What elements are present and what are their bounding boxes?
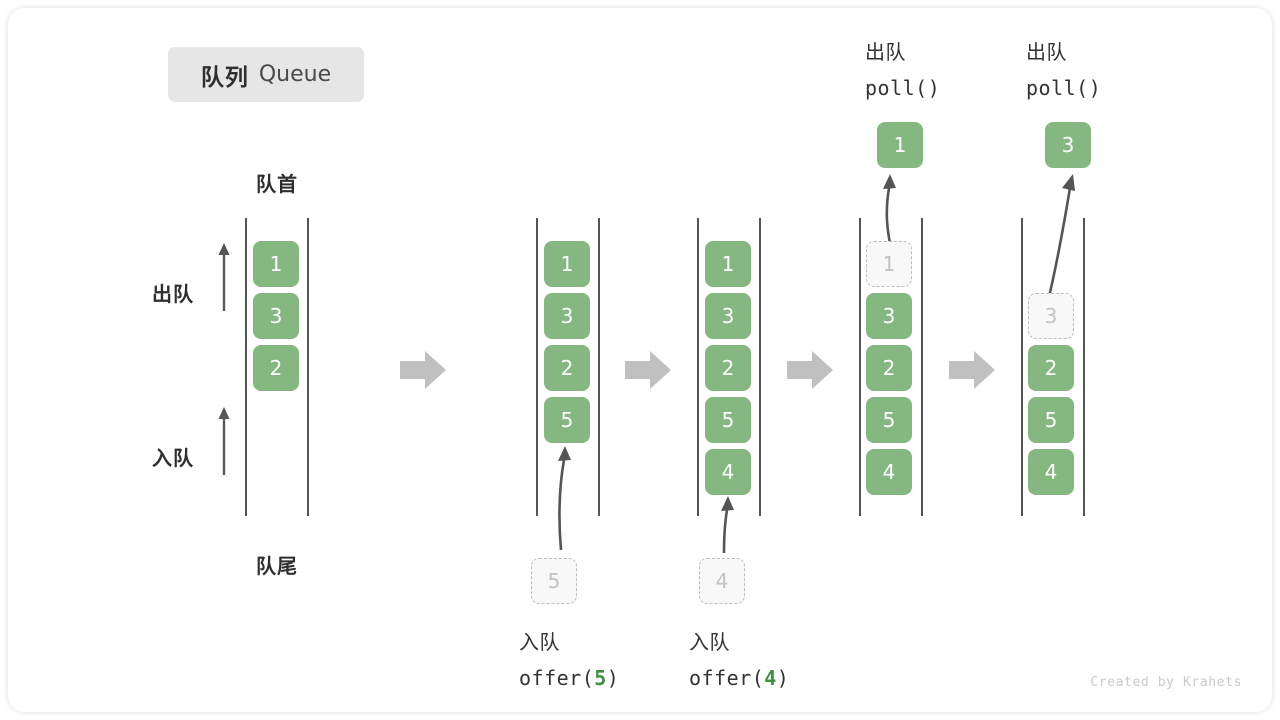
queue-rail-left-col5	[1021, 218, 1023, 516]
queue-cell: 3	[544, 293, 590, 339]
queue-rail-right-col4	[921, 218, 923, 516]
poll-3-caption-code: poll()	[1026, 76, 1102, 100]
polled-value-cell: 3	[1045, 122, 1091, 168]
offer-5-caption-code: offer(5)	[519, 666, 620, 690]
dequeue-flow-arrow-icon	[883, 174, 896, 249]
queue-cell: 2	[866, 345, 912, 391]
queue-cell: 3	[253, 293, 299, 339]
queue-cell: 5	[866, 397, 912, 443]
queue-rail-left-col2	[536, 218, 538, 516]
queue-rail-right-col1	[307, 218, 309, 516]
incoming-ghost-cell: 4	[699, 558, 745, 604]
offer-5-caption-cn: 入队	[519, 632, 560, 654]
queue-cell: 4	[1028, 449, 1074, 495]
enqueue-direction-label: 入队	[152, 448, 194, 470]
poll-1-caption-code: poll()	[865, 76, 941, 100]
queue-cell: 1	[253, 241, 299, 287]
vacated-ghost-cell: 3	[1028, 293, 1074, 339]
step-arrow-icon	[787, 351, 833, 389]
dequeue-flow-arrow-icon	[1046, 174, 1075, 302]
credit-text: Created by Krahets	[1090, 675, 1242, 690]
queue-tail-label: 队尾	[256, 556, 298, 578]
incoming-ghost-cell: 5	[531, 558, 577, 604]
queue-rail-left-col3	[697, 218, 699, 516]
title-english: Queue	[258, 62, 332, 87]
queue-cell: 1	[705, 241, 751, 287]
offer-4-caption-code: offer(4)	[689, 666, 790, 690]
poll-3-caption: 出队 poll()	[1026, 36, 1101, 106]
queue-rail-right-col5	[1083, 218, 1085, 516]
queue-rail-left-col1	[245, 218, 247, 516]
queue-head-label: 队首	[256, 174, 298, 196]
enqueue-direction-arrow-icon	[218, 407, 230, 475]
step-arrow-icon	[400, 351, 446, 389]
queue-cell: 4	[866, 449, 912, 495]
queue-cell: 2	[705, 345, 751, 391]
queue-cell: 2	[253, 345, 299, 391]
queue-cell: 3	[866, 293, 912, 339]
queue-cell: 4	[705, 449, 751, 495]
title-chinese: 队列	[200, 63, 249, 90]
queue-cell: 3	[705, 293, 751, 339]
queue-cell: 2	[1028, 345, 1074, 391]
dequeue-direction-arrow-icon	[218, 243, 230, 311]
empty-slot	[1028, 241, 1074, 287]
queue-cell: 1	[544, 241, 590, 287]
diagram-title-badge: 队列 Queue	[168, 47, 364, 102]
diagram-card: 队列 Queue 队首 队尾 出队 入队 1 3 2 1 3 2 5 5 入队 …	[8, 8, 1272, 712]
queue-rail-right-col2	[598, 218, 600, 516]
queue-cell: 2	[544, 345, 590, 391]
poll-1-caption: 出队 poll()	[865, 36, 940, 106]
offer-5-caption: 入队 offer(5)	[519, 626, 619, 697]
enqueue-flow-arrow-icon	[721, 496, 734, 554]
enqueue-flow-arrow-icon	[558, 446, 571, 551]
step-arrow-icon	[949, 351, 995, 389]
polled-value-cell: 1	[877, 122, 923, 168]
offer-4-caption-cn: 入队	[689, 632, 730, 654]
vacated-ghost-cell: 1	[866, 241, 912, 287]
offer-4-caption: 入队 offer(4)	[689, 626, 789, 697]
poll-1-caption-cn: 出队	[865, 42, 906, 64]
queue-cell: 5	[705, 397, 751, 443]
dequeue-direction-label: 出队	[152, 284, 194, 306]
step-arrow-icon	[625, 351, 671, 389]
queue-cell: 5	[1028, 397, 1074, 443]
queue-rail-left-col4	[859, 218, 861, 516]
queue-rail-right-col3	[759, 218, 761, 516]
queue-cell: 5	[544, 397, 590, 443]
poll-3-caption-cn: 出队	[1026, 42, 1067, 64]
